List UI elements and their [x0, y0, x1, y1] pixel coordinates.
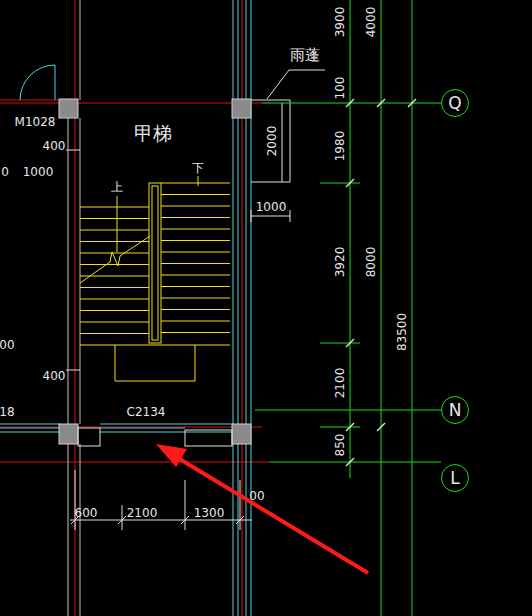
wall-line: [0, 0, 251, 616]
stair-tread: [161, 252, 230, 253]
stair-tread: [161, 321, 230, 322]
axis-label: N: [449, 402, 462, 419]
axis-bubble: N: [441, 396, 469, 424]
drawing-label: 18: [0, 406, 15, 418]
wall-line: [68, 0, 80, 616]
axis-line: [0, 0, 270, 616]
drawing-label: 3920: [334, 247, 346, 278]
stair-tread: [161, 194, 230, 195]
drawing-label: 4000: [365, 7, 377, 38]
column: [59, 99, 251, 444]
callout-arrow: [156, 444, 368, 573]
stair-tread: [80, 218, 149, 219]
axis-label: L: [450, 470, 459, 487]
drawing-label: 2100: [334, 368, 346, 399]
dimension-line: [66, 150, 252, 530]
stair-tread: [80, 287, 149, 288]
stair-tread: [161, 309, 230, 310]
drawing-label: 甲梯: [134, 124, 172, 143]
stair-tread: [80, 207, 149, 208]
drawing-label: 1300: [194, 507, 225, 519]
drawing-label: 83500: [396, 313, 408, 351]
drawing-label: 3900: [334, 7, 346, 38]
drawing-label: 下: [192, 162, 204, 174]
stair-tread: [161, 229, 230, 230]
stair-tread: [80, 299, 149, 300]
drawing-label: 850: [334, 434, 346, 457]
stair-tread: [161, 217, 230, 218]
stair: [80, 176, 230, 381]
stair-tread: [80, 241, 149, 242]
drawing-label: 400: [43, 140, 66, 152]
drawing-label: 1000: [256, 201, 287, 213]
stair-tread: [80, 333, 149, 334]
axis-bubble: L: [441, 464, 469, 492]
stair-tread: [161, 332, 230, 333]
drawing-label: 1980: [334, 131, 346, 162]
stair-tread: [161, 286, 230, 287]
drawing-label: 雨蓬: [290, 48, 320, 63]
stair-tread: [80, 310, 149, 311]
drawing-label: 400: [43, 370, 66, 382]
drawing-label: 00: [249, 490, 264, 502]
stair-tread: [161, 275, 230, 276]
drawing-label: 1000: [23, 166, 54, 178]
stair-tread: [161, 206, 230, 207]
drawing-label: 600: [75, 507, 98, 519]
stair-tread: [80, 230, 149, 231]
axis-bubble: Q: [441, 89, 469, 117]
drawing-label: 00: [0, 339, 15, 351]
drawing-label: 0: [1, 166, 9, 178]
axis-label: Q: [448, 95, 461, 112]
drawing-label: 2000: [266, 126, 278, 157]
drawing-label: M1028: [15, 116, 56, 128]
stair-tread: [161, 263, 230, 264]
canopy: [251, 70, 325, 222]
stair-tread: [161, 298, 230, 299]
stair-tread: [80, 276, 149, 277]
stair-tread: [161, 183, 230, 184]
stair-tread: [80, 264, 149, 265]
drawing-label: 2100: [127, 507, 158, 519]
window-sill: [78, 428, 232, 446]
drawing-label: C2134: [127, 406, 166, 418]
stair-tread: [161, 240, 230, 241]
drawing-label: 100: [334, 77, 346, 100]
drawing-label: 上: [111, 181, 123, 193]
stair-tread: [80, 253, 149, 254]
dimension-tick: [346, 99, 416, 466]
stair-tread: [80, 322, 149, 323]
drawing-label: 8000: [365, 247, 377, 278]
